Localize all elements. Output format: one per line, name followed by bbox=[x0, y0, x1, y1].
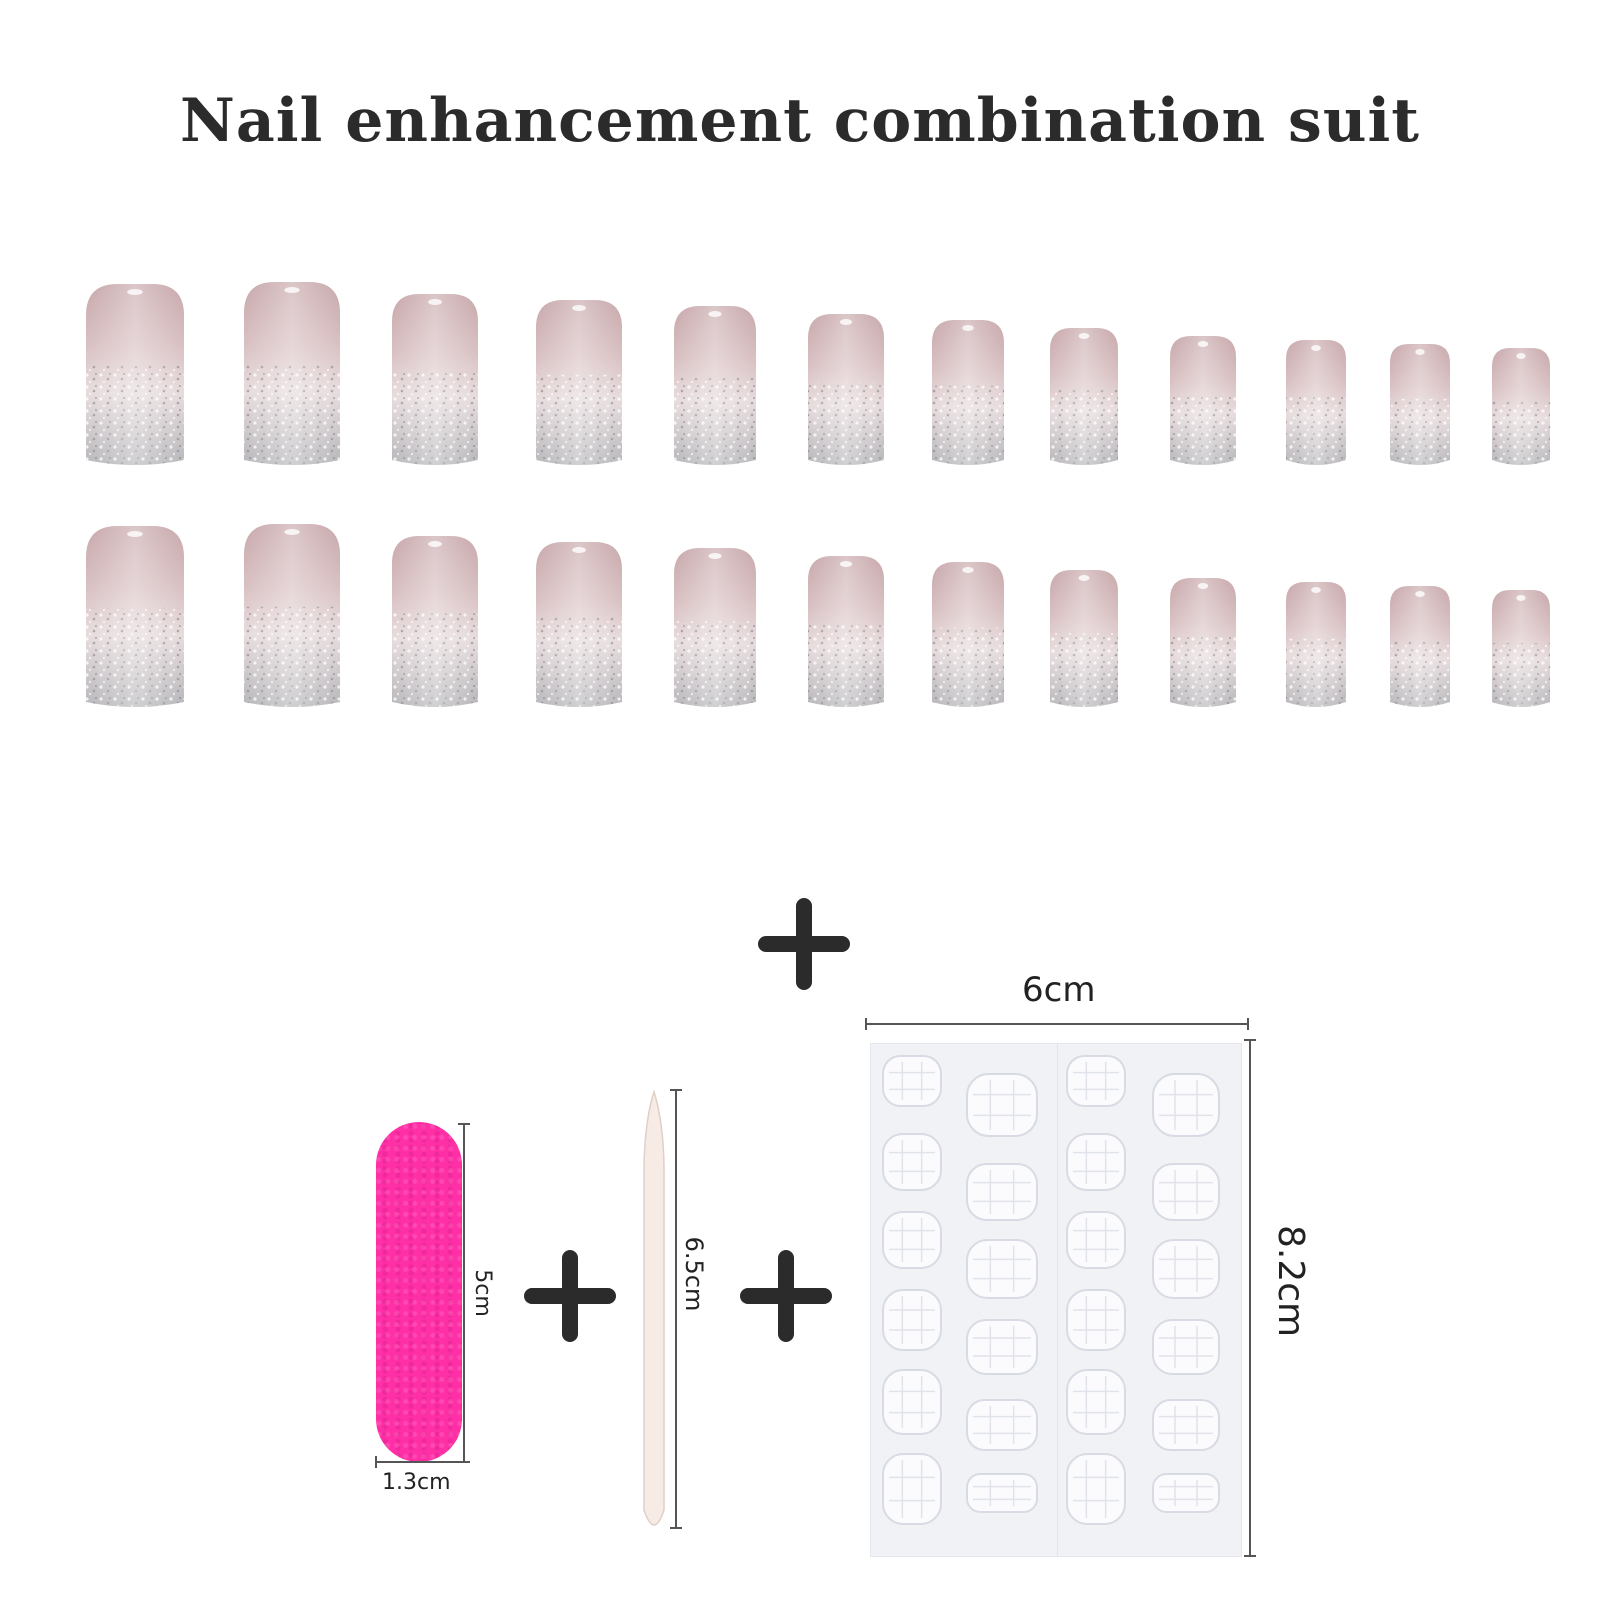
press-on-nail bbox=[808, 314, 884, 465]
adhesive-tab bbox=[1152, 1163, 1220, 1221]
adhesive-tab bbox=[966, 1399, 1038, 1451]
press-on-nail bbox=[392, 294, 478, 465]
adhesive-tab bbox=[1066, 1369, 1126, 1435]
press-on-nail bbox=[392, 536, 478, 707]
press-on-nail bbox=[1050, 328, 1118, 465]
press-on-nail bbox=[674, 548, 756, 707]
plus-icon bbox=[524, 1250, 616, 1342]
adhesive-tab bbox=[1152, 1473, 1220, 1513]
stick-length-label: 6.5cm bbox=[680, 1236, 708, 1312]
nail-file bbox=[376, 1122, 462, 1462]
adhesive-tab bbox=[1066, 1453, 1126, 1525]
press-on-nail bbox=[536, 542, 622, 707]
sheet-divider bbox=[1057, 1044, 1058, 1556]
press-on-nail bbox=[1390, 344, 1450, 465]
press-on-nail bbox=[86, 284, 184, 465]
adhesive-tabs bbox=[882, 1055, 1220, 1525]
adhesive-tab bbox=[1066, 1055, 1126, 1107]
adhesive-tab bbox=[1152, 1399, 1220, 1451]
press-on-nail bbox=[808, 556, 884, 707]
press-on-nail bbox=[1170, 336, 1236, 465]
adhesive-tab bbox=[1152, 1319, 1220, 1375]
press-on-nail bbox=[1286, 340, 1346, 465]
file-width-label: 1.3cm bbox=[382, 1470, 451, 1495]
press-on-nail bbox=[1170, 578, 1236, 707]
sheet-height-label: 8.2cm bbox=[1270, 1225, 1311, 1338]
adhesive-tab bbox=[1152, 1239, 1220, 1299]
adhesive-tab bbox=[882, 1055, 942, 1107]
sheet-width-label: 6cm bbox=[1022, 970, 1096, 1010]
press-on-nail bbox=[932, 562, 1004, 707]
adhesive-tab bbox=[966, 1073, 1038, 1137]
adhesive-tab bbox=[882, 1211, 942, 1269]
press-on-nail bbox=[244, 524, 340, 707]
adhesive-tab bbox=[966, 1239, 1038, 1299]
adhesive-tab bbox=[966, 1473, 1038, 1513]
adhesive-tab bbox=[882, 1369, 942, 1435]
press-on-nail bbox=[1286, 582, 1346, 707]
press-on-nail bbox=[244, 282, 340, 465]
adhesive-tab bbox=[1066, 1133, 1126, 1191]
adhesive-tab bbox=[1066, 1211, 1126, 1269]
file-height-label: 5cm bbox=[470, 1269, 495, 1317]
press-on-nail bbox=[1492, 590, 1550, 707]
plus-icon bbox=[740, 1250, 832, 1342]
adhesive-tab-sheet bbox=[870, 1043, 1242, 1557]
press-on-nail bbox=[86, 526, 184, 707]
adhesive-tab bbox=[882, 1289, 942, 1351]
press-on-nails bbox=[86, 282, 1550, 707]
adhesive-tab bbox=[1066, 1289, 1126, 1351]
adhesive-tab bbox=[966, 1319, 1038, 1375]
adhesive-tab bbox=[882, 1133, 942, 1191]
press-on-nail bbox=[1492, 348, 1550, 465]
press-on-nail bbox=[674, 306, 756, 465]
page-title: Nail enhancement combination suit bbox=[180, 86, 1420, 156]
plus-icon bbox=[758, 898, 850, 990]
press-on-nail bbox=[1050, 570, 1118, 707]
adhesive-tab bbox=[882, 1453, 942, 1525]
press-on-nail bbox=[932, 320, 1004, 465]
press-on-nail bbox=[1390, 586, 1450, 707]
adhesive-tab bbox=[966, 1163, 1038, 1221]
adhesive-tab bbox=[1152, 1073, 1220, 1137]
press-on-nail bbox=[536, 300, 622, 465]
